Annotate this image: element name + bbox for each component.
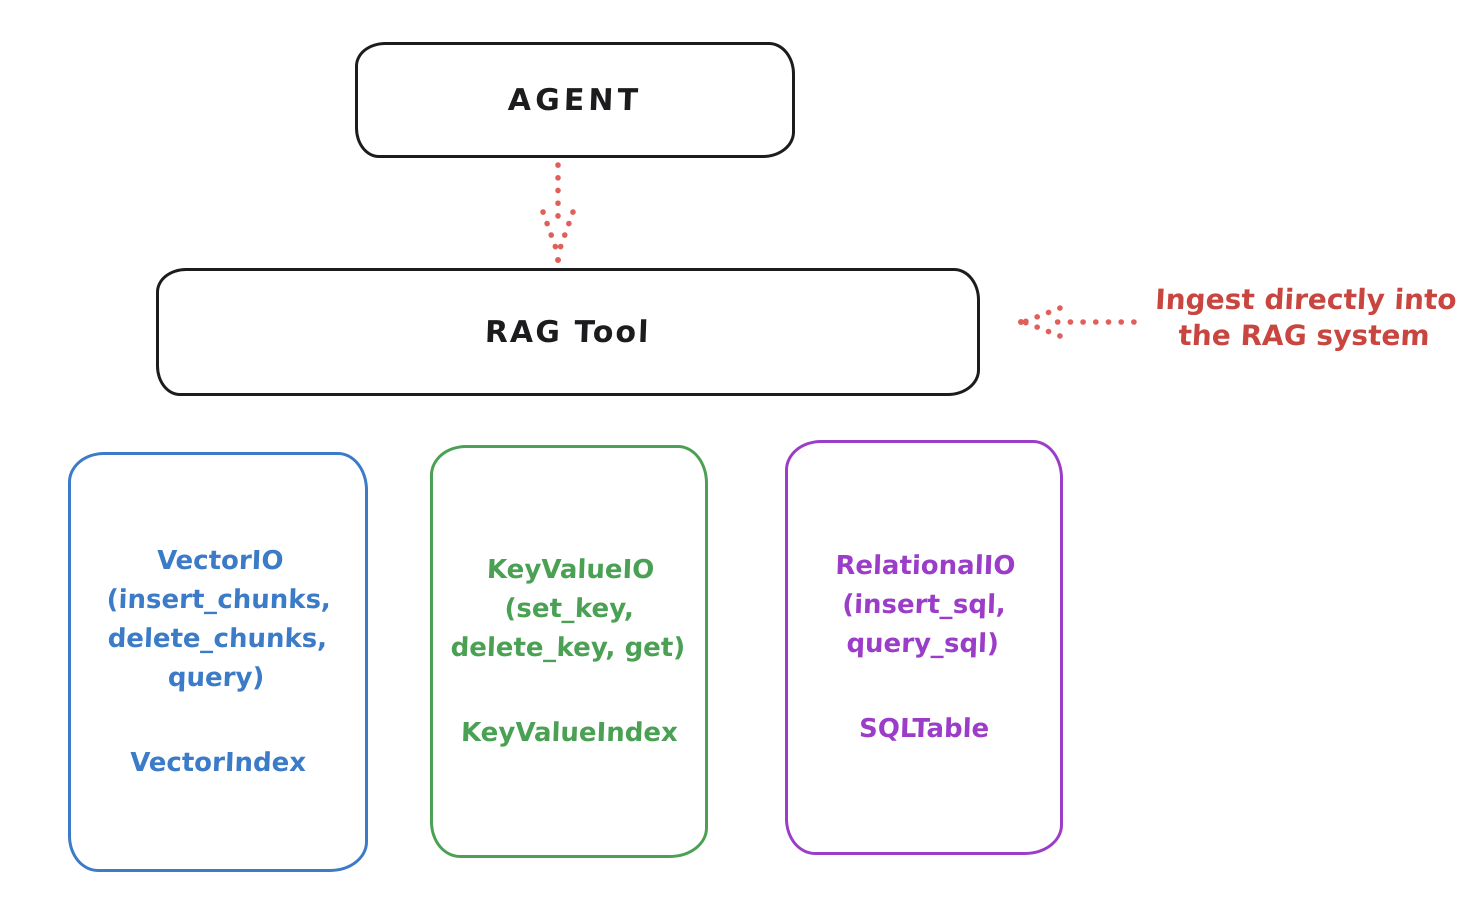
vector-io-index: VectorIndex xyxy=(129,747,307,778)
ingest-annotation: Ingest directly into the RAG system xyxy=(1154,283,1458,353)
agent-label: AGENT xyxy=(507,82,643,118)
keyvalue-io-node: KeyValueIO (set_key, delete_key, get) Ke… xyxy=(430,445,708,858)
rag-tool-label: RAG Tool xyxy=(484,314,652,350)
relational-io-node: RelationalIO (insert_sql, query_sql) SQL… xyxy=(785,440,1063,855)
keyvalue-io-index: KeyValueIndex xyxy=(460,717,678,748)
rag-tool-node: RAG Tool xyxy=(156,268,980,396)
relational-io-methods: RelationalIO (insert_sql, query_sql) xyxy=(834,550,1016,659)
agent-to-ragtool-arrow-icon xyxy=(540,162,576,263)
agent-node: AGENT xyxy=(355,42,795,158)
keyvalue-io-methods: KeyValueIO (set_key, delete_key, get) xyxy=(449,554,686,663)
vector-io-methods: VectorIO (insert_chunks, delete_chunks, … xyxy=(106,545,332,693)
relational-io-index: SQLTable xyxy=(858,713,990,744)
vector-io-node: VectorIO (insert_chunks, delete_chunks, … xyxy=(68,452,368,872)
ingest-arrow-icon xyxy=(1018,305,1137,339)
